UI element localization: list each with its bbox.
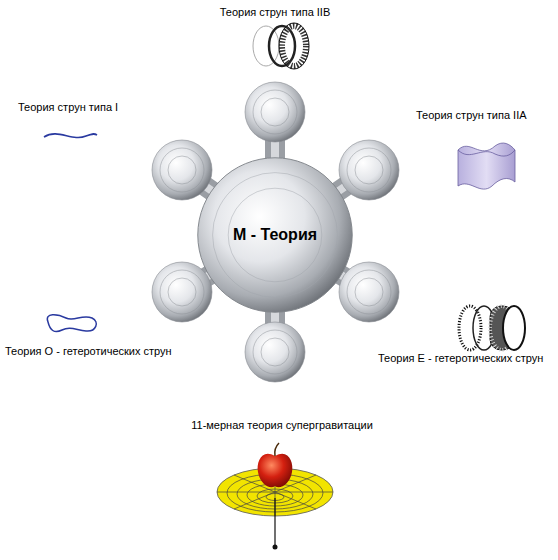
small-spheres [152, 82, 399, 382]
closed-string [47, 315, 96, 332]
theory-label: Теория струн типа IIA [416, 108, 527, 122]
theory-label: 11-мерная теория супергравитации [191, 418, 373, 432]
theory-label: Теория струн типа IIB [220, 5, 331, 19]
central-sphere: M - Теория [197, 157, 353, 313]
theory-label: Теория O - гетеротических струн [5, 344, 172, 358]
node-title: M - Теория [233, 226, 317, 244]
iia-cylinder [458, 143, 515, 189]
iib-rings [253, 23, 309, 69]
theory-label: Теория струн типа I [18, 100, 118, 114]
gravity-well [217, 443, 333, 550]
arms [182, 112, 369, 352]
theory-label: Теория E - гетеротических струн [378, 351, 543, 365]
open-string [44, 134, 97, 138]
e-rings [459, 306, 525, 350]
